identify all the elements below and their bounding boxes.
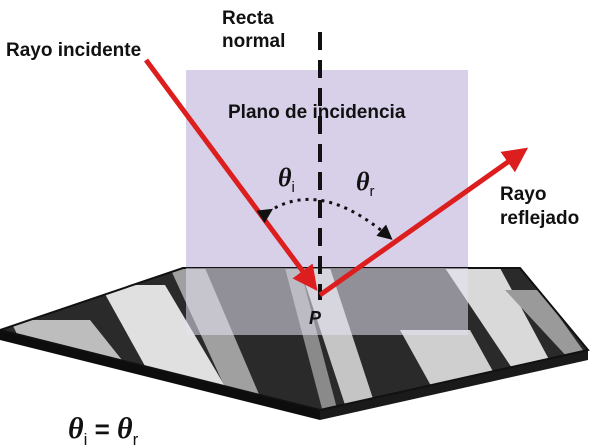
theta-incident: θi [278, 163, 295, 196]
reflected-ray-label-1: Rayo [500, 184, 546, 205]
plane-on-surface [186, 268, 468, 335]
normal-line-label-1: Recta [222, 8, 274, 29]
angle-arc [256, 198, 393, 240]
law-of-reflection-equation: θi = θr [68, 412, 139, 448]
incident-ray [143, 58, 318, 292]
incident-ray-label: Rayo incidente [6, 40, 141, 61]
point-p-label: P [309, 308, 322, 328]
theta-reflected: θr [356, 167, 375, 200]
normal-line-label-2: normal [222, 31, 285, 52]
plane-of-incidence-label: Plano de incidencia [228, 102, 406, 123]
reflected-ray [318, 147, 529, 298]
reflected-ray-label-2: reflejado [500, 208, 579, 229]
